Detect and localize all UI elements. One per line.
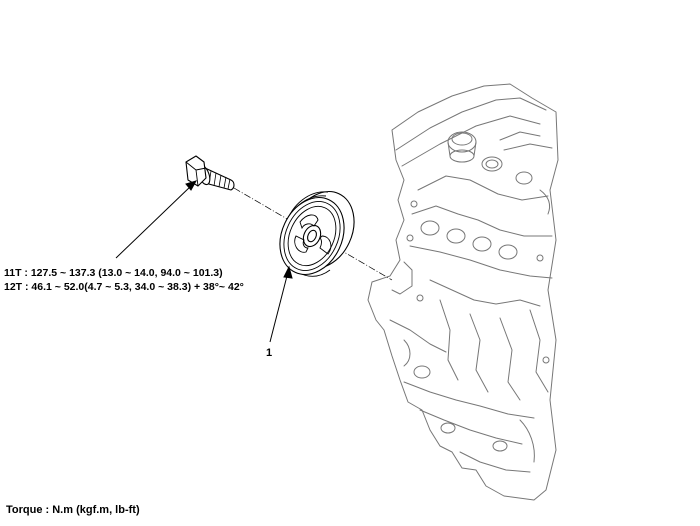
torque-spec-12t: 12T : 46.1 ~ 52.0(4.7 ~ 5.3, 34.0 ~ 38.3… bbox=[4, 281, 244, 293]
leader-lines bbox=[115, 180, 293, 343]
engine-block bbox=[367, 83, 559, 501]
torque-unit-note: Torque : N.m (kgf.m, lb-ft) bbox=[6, 504, 140, 516]
assembly-centerline bbox=[233, 187, 393, 281]
crankshaft-damper-pulley bbox=[279, 191, 355, 277]
crankshaft-bolt bbox=[185, 155, 235, 191]
torque-spec-11t: 11T : 127.5 ~ 137.3 (13.0 ~ 14.0, 94.0 ~… bbox=[4, 267, 223, 279]
callout-number-pulley: 1 bbox=[266, 347, 273, 359]
